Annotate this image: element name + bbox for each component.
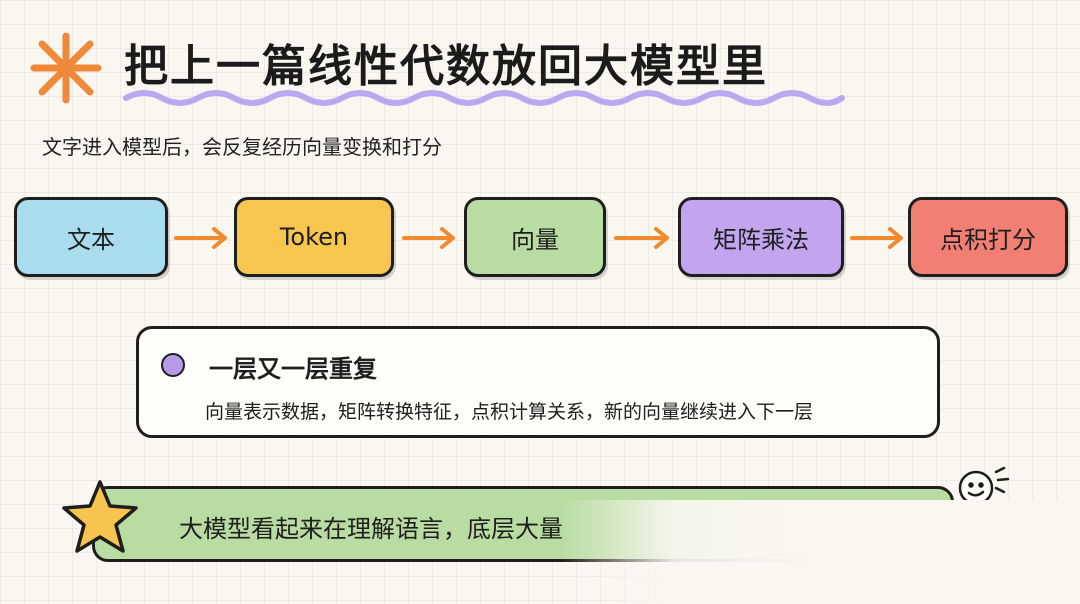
step-label: 矩阵乘法 xyxy=(713,225,809,254)
step-label: 文本 xyxy=(67,225,115,254)
asterisk-icon xyxy=(30,32,102,104)
step-text: 文本 xyxy=(14,197,168,277)
step-token: Token xyxy=(234,197,394,277)
faded-overlay xyxy=(560,500,1080,604)
step-matrix-multiplication: 矩阵乘法 xyxy=(678,197,844,277)
star-icon xyxy=(62,480,138,553)
note-title: 一层又一层重复 xyxy=(209,355,377,383)
note-card: 一层又一层重复 向量表示数据，矩阵转换特征，点积计算关系，新的向量继续进入下一层 xyxy=(136,326,940,438)
arrow-icon xyxy=(850,227,903,249)
banner-text: 大模型看起来在理解语言，底层大量 xyxy=(179,515,563,543)
arrow-icon xyxy=(174,227,227,249)
title-underline xyxy=(123,90,845,106)
page-title: 把上一篇线性代数放回大模型里 xyxy=(124,41,768,92)
step-vector: 向量 xyxy=(464,197,606,277)
step-label: 向量 xyxy=(511,225,559,254)
subtitle: 文字进入模型后，会反复经历向量变换和打分 xyxy=(42,135,442,159)
step-label: Token xyxy=(279,223,349,251)
arrow-icon xyxy=(402,227,455,249)
summary-banner: 大模型看起来在理解语言，底层大量 xyxy=(92,486,954,562)
note-text: 向量表示数据，矩阵转换特征，点积计算关系，新的向量继续进入下一层 xyxy=(205,401,814,423)
step-label: 点积打分 xyxy=(940,225,1036,254)
purple-dot-icon xyxy=(161,353,185,377)
arrow-icon xyxy=(614,227,669,249)
step-dot-product-scoring: 点积打分 xyxy=(908,197,1068,277)
